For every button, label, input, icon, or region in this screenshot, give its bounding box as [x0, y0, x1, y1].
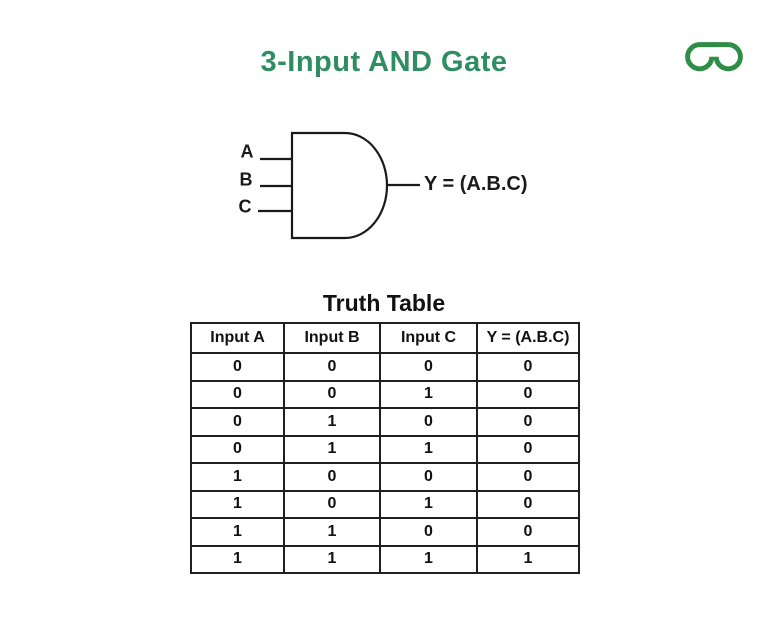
truth-cell: 1	[190, 462, 285, 492]
truth-cell: 1	[190, 517, 285, 547]
output-label: Y = (A.B.C)	[424, 173, 528, 196]
col-header-input-b: Input B	[283, 322, 381, 354]
truth-table-row: 1 1 0 0	[190, 517, 580, 547]
truth-cell: 0	[476, 352, 580, 382]
input-label-c: C	[238, 196, 252, 217]
truth-table-row: 0 0 0 0	[190, 352, 580, 382]
truth-cell: 0	[379, 517, 478, 547]
truth-cell: 1	[476, 544, 580, 574]
truth-table-row: 0 1 0 0	[190, 407, 580, 437]
truth-cell: 0	[283, 489, 381, 519]
and-gate-body	[290, 131, 389, 240]
truth-cell: 0	[476, 462, 580, 492]
truth-cell: 0	[283, 462, 381, 492]
truth-cell: 0	[476, 407, 580, 437]
truth-cell: 1	[283, 407, 381, 437]
truth-cell: 0	[379, 462, 478, 492]
truth-cell: 1	[379, 434, 478, 464]
truth-cell: 0	[190, 352, 285, 382]
logo-right-glyph	[712, 42, 743, 72]
truth-table-header-row: Input A Input B Input C Y = (A.B.C)	[190, 322, 580, 354]
truth-cell: 1	[190, 489, 285, 519]
truth-cell: 1	[379, 379, 478, 409]
geeksforgeeks-logo-icon	[681, 34, 747, 74]
truth-cell: 0	[283, 379, 381, 409]
truth-table: Input A Input B Input C Y = (A.B.C) 0 0 …	[190, 322, 580, 574]
truth-cell: 0	[190, 407, 285, 437]
input-label-a: A	[240, 141, 254, 162]
truth-cell: 0	[283, 352, 381, 382]
input-label-b: B	[239, 169, 253, 190]
truth-cell: 0	[379, 352, 478, 382]
truth-table-row: 1 0 1 0	[190, 489, 580, 519]
and-gate-diagram: A B C Y = (A.B.C)	[230, 120, 560, 250]
truth-cell: 0	[190, 379, 285, 409]
truth-table-row: 0 0 1 0	[190, 379, 580, 409]
logo-left-glyph	[685, 42, 716, 72]
truth-cell: 1	[283, 544, 381, 574]
and-gate-shape	[258, 131, 420, 240]
truth-cell: 1	[190, 544, 285, 574]
truth-table-row: 0 1 1 0	[190, 434, 580, 464]
truth-table-title: Truth Table	[322, 290, 446, 316]
col-header-output: Y = (A.B.C)	[476, 322, 580, 354]
truth-cell: 0	[476, 489, 580, 519]
truth-cell: 0	[379, 407, 478, 437]
truth-cell: 0	[476, 434, 580, 464]
truth-cell: 1	[283, 517, 381, 547]
page-title: 3-Input AND Gate	[260, 46, 508, 78]
col-header-input-a: Input A	[190, 322, 285, 354]
truth-cell: 1	[379, 544, 478, 574]
truth-table-row: 1 1 1 1	[190, 544, 580, 574]
truth-cell: 0	[476, 517, 580, 547]
truth-table-row: 1 0 0 0	[190, 462, 580, 492]
truth-cell: 1	[283, 434, 381, 464]
col-header-input-c: Input C	[379, 322, 478, 354]
truth-cell: 0	[190, 434, 285, 464]
truth-cell: 0	[476, 379, 580, 409]
truth-cell: 1	[379, 489, 478, 519]
